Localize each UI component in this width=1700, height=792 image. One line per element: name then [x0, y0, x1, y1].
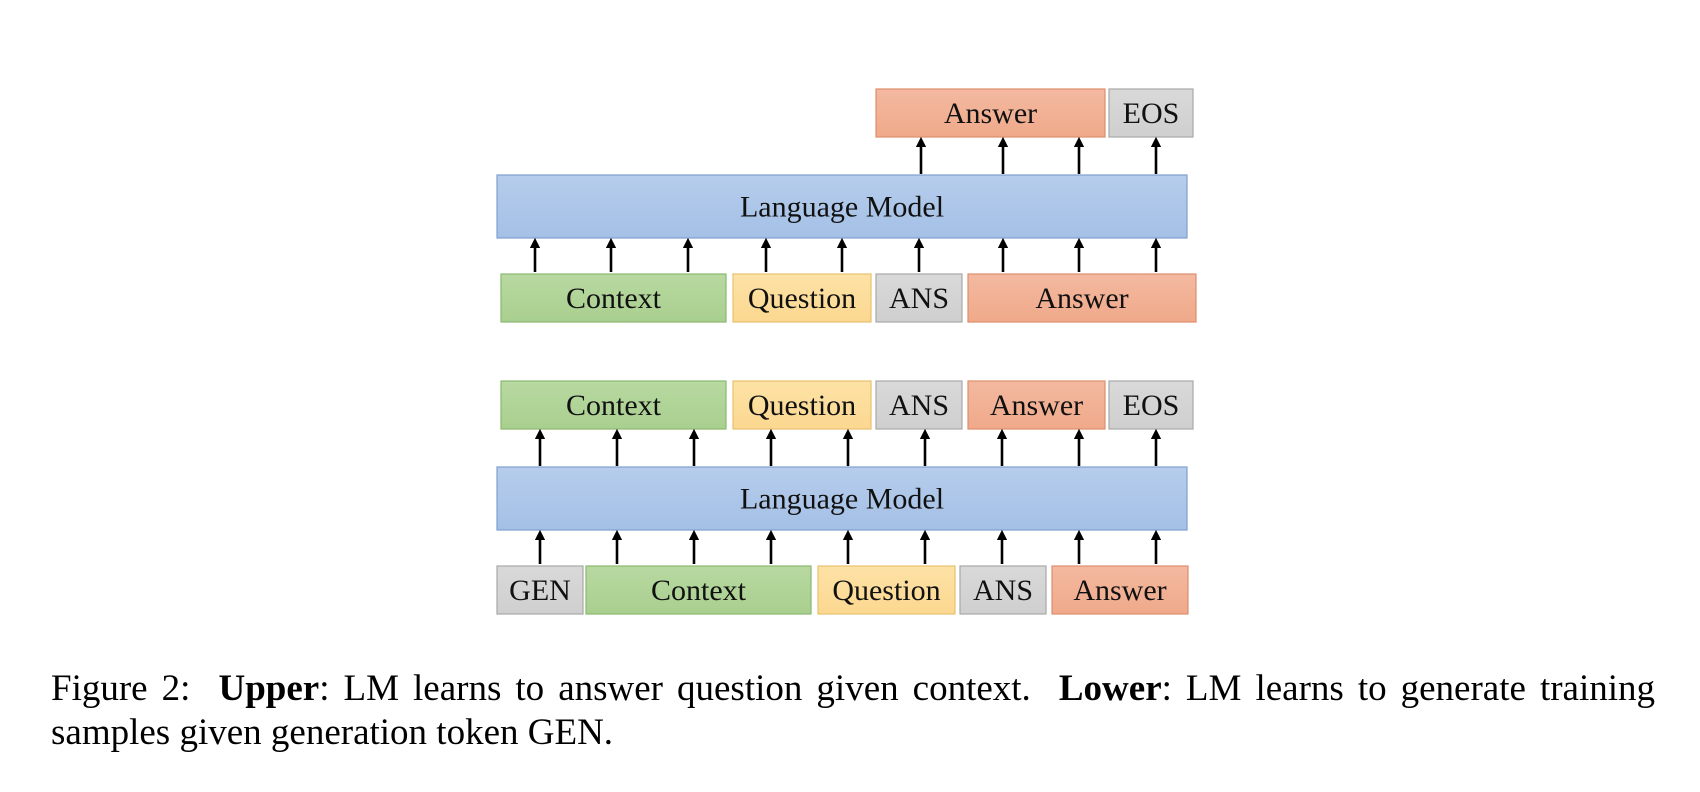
lower-input-token-question: Question — [817, 565, 956, 615]
lower-input-token-answer-label: Answer — [1073, 574, 1166, 607]
lower-output-token-question: Question — [732, 380, 872, 430]
lower-input-token-gen-box — [496, 565, 584, 615]
upper-input-token-question-box — [732, 273, 872, 323]
lower-input-token-gen: GEN — [496, 565, 584, 615]
upper-input-token-question-label: Question — [748, 282, 856, 315]
lower-output-token-ans: ANS — [875, 380, 963, 430]
upper-input-token-question: Question — [732, 273, 872, 323]
upper-output-token-answer-box — [875, 88, 1106, 138]
lower-output-token-answer: Answer — [967, 380, 1106, 430]
lower-input-token-ans-label: ANS — [973, 574, 1033, 607]
upper-language-model-label: Language Model — [740, 191, 944, 224]
upper-output-token-answer-label: Answer — [944, 97, 1037, 130]
lower-input-token-answer-box — [1051, 565, 1189, 615]
upper-input-token-answer: Answer — [967, 273, 1197, 323]
upper-output-token-answer: Answer — [875, 88, 1106, 138]
upper-output-token-eos: EOS — [1108, 88, 1194, 138]
lower-output-token-context-box — [500, 380, 727, 430]
lower-language-model-label: Language Model — [740, 483, 944, 516]
lower-input-token-answer: Answer — [1051, 565, 1189, 615]
caption-prefix: Figure 2: — [51, 668, 191, 709]
lower-output-token-question-label: Question — [748, 389, 856, 422]
lower-language-model: Language Model — [496, 466, 1188, 531]
upper-input-token-ans-label: ANS — [889, 282, 949, 315]
lower-input-token-context-label: Context — [651, 574, 747, 607]
lower-output-token-answer-box — [967, 380, 1106, 430]
lower-output-token-eos-label: EOS — [1123, 389, 1180, 422]
upper-input-token-ans: ANS — [875, 273, 963, 323]
caption-upper-bold: Upper — [218, 668, 320, 709]
lower-input-token-ans-box — [959, 565, 1047, 615]
upper-input-token-context: Context — [500, 273, 727, 323]
lower-input-token-question-box — [817, 565, 956, 615]
lower-output-token-eos-box — [1108, 380, 1194, 430]
lower-input-token-context: Context — [585, 565, 812, 615]
lower-input-token-gen-label: GEN — [509, 574, 571, 607]
upper-input-token-answer-label: Answer — [1035, 282, 1128, 315]
lower-output-token-ans-label: ANS — [889, 389, 949, 422]
upper-output-token-eos-box — [1108, 88, 1194, 138]
lower-input-token-ans: ANS — [959, 565, 1047, 615]
figure-caption: Figure 2: Upper: LM learns to answer que… — [51, 667, 1655, 755]
upper-input-token-context-label: Context — [566, 282, 662, 315]
lower-output-token-answer-label: Answer — [990, 389, 1083, 422]
lower-output-token-ans-box — [875, 380, 963, 430]
upper-input-token-context-box — [500, 273, 727, 323]
caption-lower-text: : LM learns to generate training samples… — [51, 668, 1656, 753]
upper-output-token-eos-label: EOS — [1123, 97, 1180, 130]
lower-output-token-context: Context — [500, 380, 727, 430]
caption-upper-text: : LM learns to answer question given con… — [319, 668, 1031, 709]
upper-language-model-box — [496, 174, 1188, 239]
lower-output-token-question-box — [732, 380, 872, 430]
upper-input-token-answer-box — [967, 273, 1197, 323]
lower-output-token-eos: EOS — [1108, 380, 1194, 430]
lower-output-token-context-label: Context — [566, 389, 662, 422]
lower-input-token-context-box — [585, 565, 812, 615]
lower-language-model-box — [496, 466, 1188, 531]
caption-lower-bold: Lower — [1058, 668, 1162, 709]
lower-input-token-question-label: Question — [832, 574, 940, 607]
upper-language-model: Language Model — [496, 174, 1188, 239]
upper-input-token-ans-box — [875, 273, 963, 323]
